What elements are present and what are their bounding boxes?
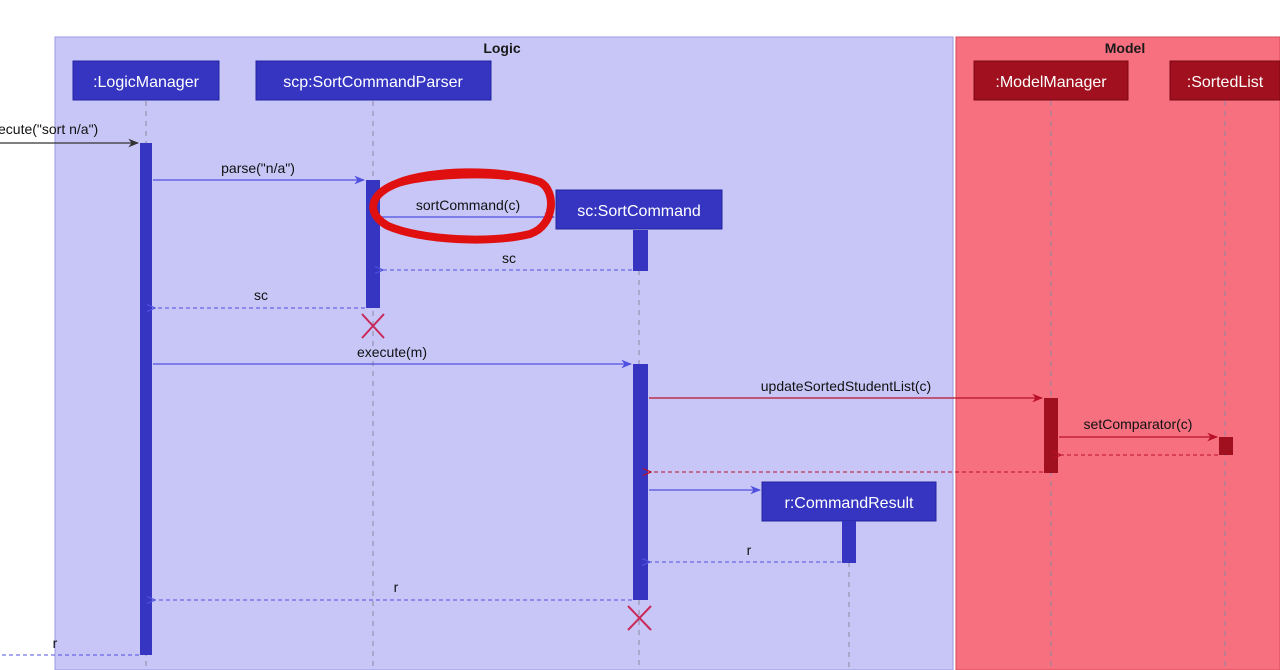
activations [140,143,1233,655]
message-set-comparator-label: setComparator(c) [1084,416,1193,432]
model-frame: Model [955,36,1280,670]
return-r-1-label: r [747,542,752,558]
message-sort-command-label: sortCommand(c) [416,197,520,213]
participant-logic-manager-label: :LogicManager [93,74,200,91]
message-update-sorted: updateSortedStudentList(c) [649,378,1044,403]
message-parse-label: parse("n/a") [221,160,295,176]
return-r-3-label: r [53,635,58,651]
participant-model-manager-label: :ModelManager [995,74,1107,91]
return-sc-1-label: sc [502,250,516,266]
message-set-comparator: setComparator(c) [1059,416,1219,442]
message-sort-command: sortCommand(c) [381,197,556,222]
logic-frame: Logic [54,36,954,670]
participant-parser: scp:SortCommandParser [255,60,492,101]
participant-logic-manager: :LogicManager [72,60,220,101]
activation-sort-command-1 [633,230,648,271]
activation-sorted-list [1219,437,1233,455]
return-sc-2-label: sc [254,287,268,303]
message-execute-m: execute(m) [153,344,633,369]
activation-model-manager [1044,398,1058,473]
participant-sort-command-label: sc:SortCommand [577,203,701,220]
return-sc-1: sc [383,250,632,270]
activation-logic-manager [140,143,152,655]
activation-sort-command-2 [633,364,648,600]
participant-sorted-list-label: :SortedList [1187,74,1264,91]
message-execute-sort-label: ecute("sort n/a") [0,121,98,137]
model-frame-title: Model [1105,40,1145,56]
activation-command-result [842,521,856,563]
destroy-sort-command [627,605,652,631]
participant-command-result-label: r:CommandResult [785,495,914,512]
message-update-sorted-label: updateSortedStudentList(c) [761,378,931,394]
return-r-2: r [155,579,632,600]
participant-command-result: r:CommandResult [761,481,937,522]
highlight-circle [369,168,555,244]
return-r-1: r [650,542,841,562]
message-execute-sort: ecute("sort n/a") [0,121,140,148]
message-execute-m-label: execute(m) [357,344,427,360]
return-r-2-label: r [394,579,399,595]
participant-sort-command: sc:SortCommand [555,189,723,230]
participant-sorted-list: :SortedList [1169,60,1280,101]
participant-model-manager: :ModelManager [973,60,1129,101]
participant-parser-label: scp:SortCommandParser [283,74,463,91]
return-r-3: r [0,635,139,656]
logic-frame-title: Logic [483,40,521,56]
return-sc-2: sc [155,287,365,308]
message-parse: parse("n/a") [153,160,366,185]
destroy-parser [361,313,385,339]
